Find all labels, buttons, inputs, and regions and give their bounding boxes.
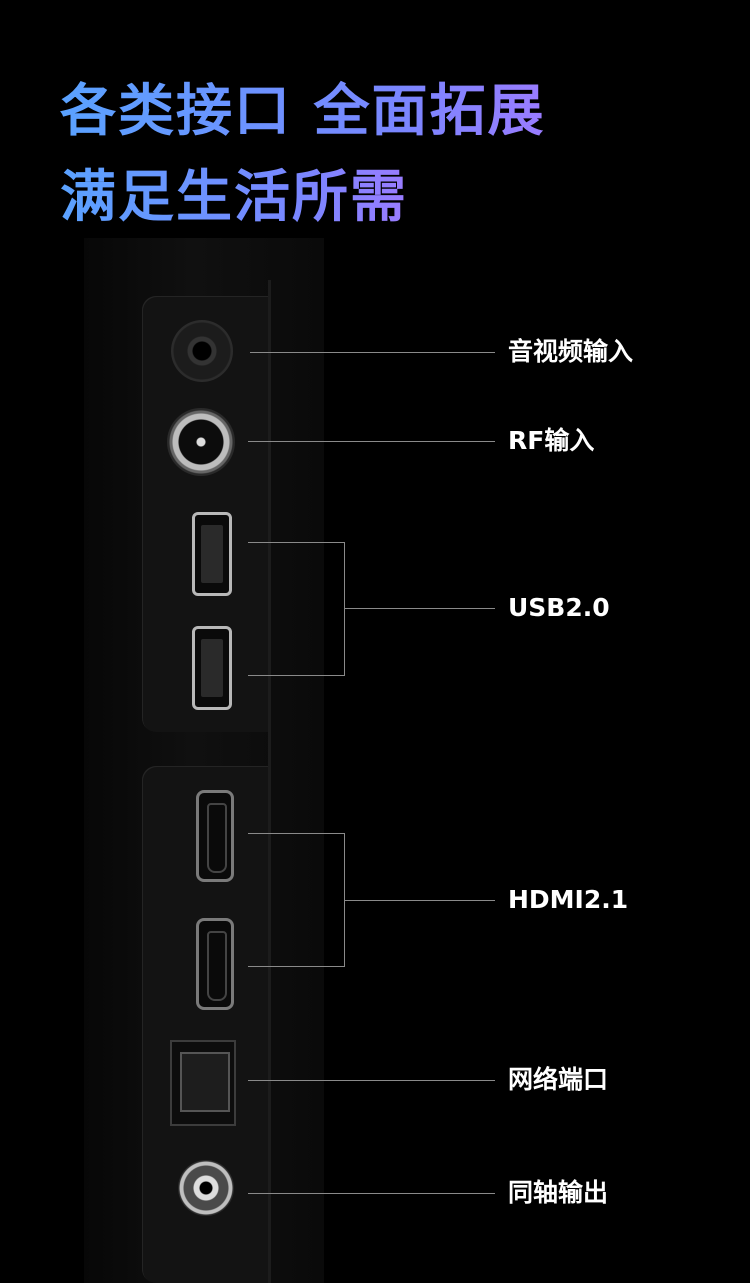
av-leader-line [250,352,495,353]
usb-bracket-bottom [248,675,344,676]
hdmi-label: HDMI2.1 [508,885,629,914]
hdmi-port-icon [196,790,234,882]
hdmi-port-icon [196,918,234,1010]
usb-bracket-top [248,542,344,543]
av-input-jack-icon [171,320,233,382]
coaxial-output-label: 同轴输出 [508,1178,609,1207]
hdmi-bracket-bottom [248,966,344,967]
headline-line-1: 各类接口 全面拓展 [60,79,546,144]
rf-leader-line [248,441,495,442]
usb-label: USB2.0 [508,593,610,622]
rf-input-jack-icon [167,408,235,476]
coax-leader-line [248,1193,495,1194]
network-port-label: 网络端口 [508,1065,609,1094]
headline-line-2: 满足生活所需 [60,165,408,230]
lan-leader-line [248,1080,495,1081]
ethernet-port-icon [170,1040,236,1126]
usb-port-icon [192,626,232,710]
rf-input-label: RF输入 [508,426,595,455]
hdmi-bracket-top [248,833,344,834]
usb-leader-line [344,608,495,609]
av-input-label: 音视频输入 [508,337,634,366]
coaxial-output-jack-icon [178,1160,234,1216]
hdmi-leader-line [344,900,495,901]
tv-panel-edge [268,280,271,1283]
usb-port-icon [192,512,232,596]
usb-bracket-vertical [344,542,345,676]
